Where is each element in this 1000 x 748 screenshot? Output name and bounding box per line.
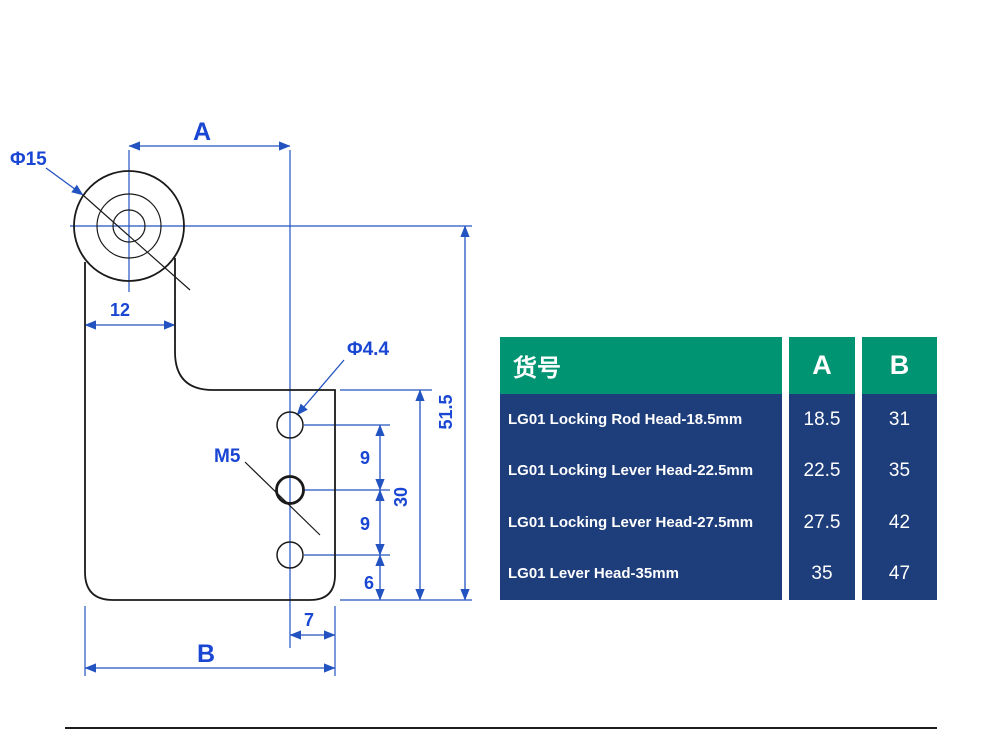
table-row-b: 35 xyxy=(862,445,937,497)
table-header-b: B xyxy=(862,337,937,394)
table-row-a: 18.5 xyxy=(789,394,855,446)
hole-bottom xyxy=(276,541,304,569)
dimension-lines xyxy=(45,141,470,673)
label-dim-9a: 9 xyxy=(360,448,370,468)
label-dim-a: A xyxy=(193,118,211,146)
label-phi15: Φ15 xyxy=(10,149,47,170)
table-row-a: 35 xyxy=(789,548,855,600)
table-row-a: 22.5 xyxy=(789,445,855,497)
table-row-name: LG01 Locking Lever Head-27.5mm xyxy=(500,497,782,549)
part-outline xyxy=(73,170,336,601)
table-row-b: 31 xyxy=(862,394,937,446)
table-row-name: LG01 Locking Rod Head-18.5mm xyxy=(500,394,782,446)
pivot-diagonal-line xyxy=(83,195,191,291)
extension-lines xyxy=(70,150,472,676)
hole-middle-m5 xyxy=(275,475,305,505)
table-header-part-no: 货号 xyxy=(500,337,782,394)
technical-drawing: Φ15 A 12 Φ4.4 M5 9 9 6 30 51.5 7 B xyxy=(10,118,472,676)
label-dim-b: B xyxy=(197,640,215,668)
table-row-b: 42 xyxy=(862,497,937,549)
label-dim-30: 30 xyxy=(391,487,411,507)
pivot-inner-circle xyxy=(112,209,146,243)
bracket-body xyxy=(84,258,336,601)
table-row-name: LG01 Lever Head-35mm xyxy=(500,548,782,600)
m5-diagonal-line xyxy=(244,461,321,536)
table-row-a: 27.5 xyxy=(789,497,855,549)
label-dim-6: 6 xyxy=(364,573,374,593)
spec-table: 货号 A B LG01 Locking Rod Head-18.5mm 18.5… xyxy=(500,337,937,600)
bottom-divider xyxy=(65,727,937,729)
table-row-b: 47 xyxy=(862,548,937,600)
label-m5: M5 xyxy=(214,446,241,467)
label-dim-51-5: 51.5 xyxy=(436,394,456,429)
label-phi44: Φ4.4 xyxy=(347,339,389,360)
table-row-name: LG01 Locking Lever Head-22.5mm xyxy=(500,445,782,497)
label-dim-12: 12 xyxy=(110,300,130,320)
label-dim-7: 7 xyxy=(304,610,314,630)
hole-top-4-4 xyxy=(276,411,304,439)
table-header-a: A xyxy=(789,337,855,394)
dimension-labels: Φ15 A 12 Φ4.4 M5 9 9 6 30 51.5 7 B xyxy=(10,118,456,668)
pivot-outer-circle xyxy=(73,170,185,282)
pivot-middle-circle xyxy=(96,193,162,259)
label-dim-9b: 9 xyxy=(360,514,370,534)
